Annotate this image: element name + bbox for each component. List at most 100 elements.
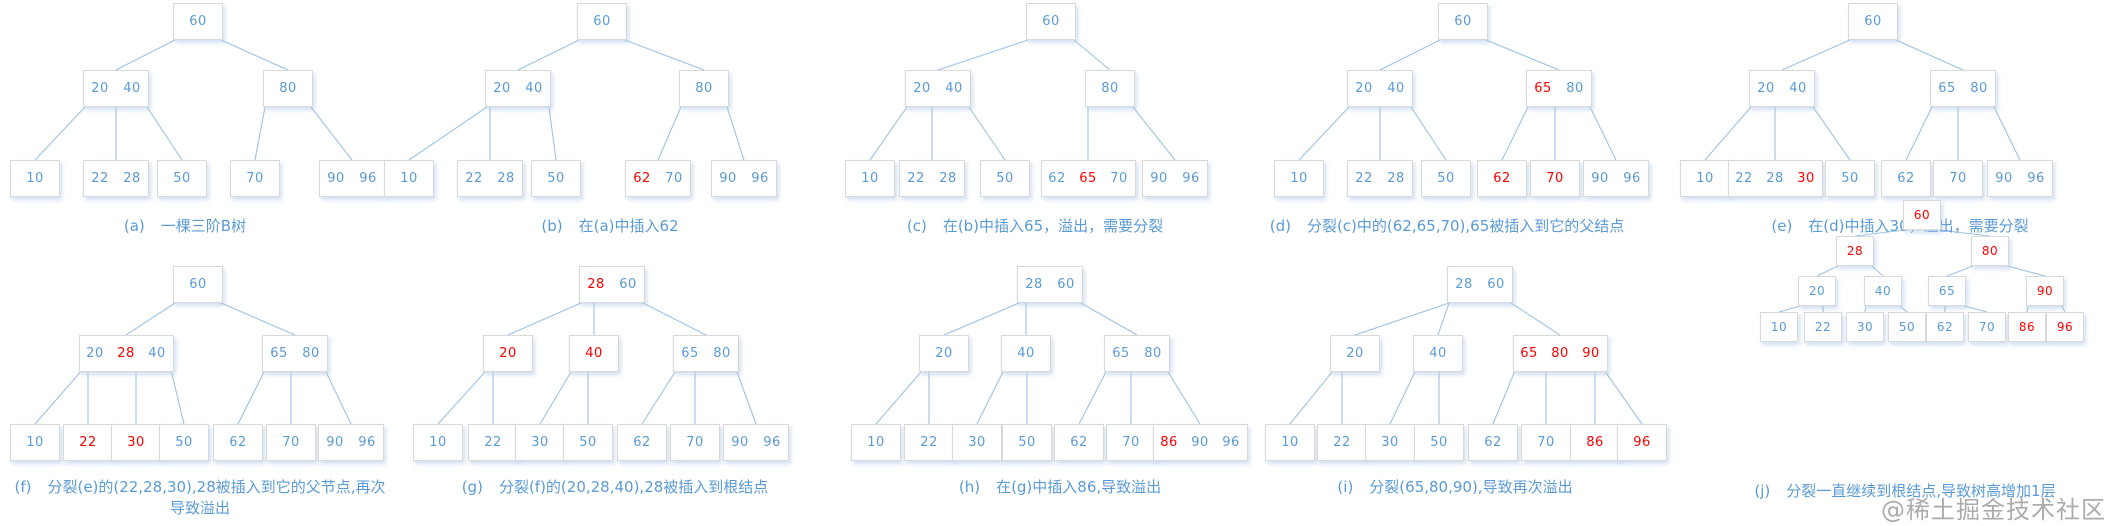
caption-c: (c)在(b)中插入65，溢出，需要分裂 [685,216,1385,237]
node-key: 40 [585,346,603,361]
node-key: 20 [91,81,109,96]
tree-edge [1938,229,1991,237]
node-key: 70 [1122,435,1140,450]
btree-node-a-50: 50 [157,160,207,197]
caption-label: (b) [541,217,563,235]
node-key: 60 [593,14,611,29]
caption-i: (i)分裂(65,80,90),导致再次溢出 [1105,477,1805,498]
node-key: 62 [1936,320,1954,334]
btree-node-e-70: 70 [1933,160,1983,197]
node-key: 22 [79,435,97,450]
btree-node-j-50: 50 [1888,312,1926,342]
node-key: 96 [1182,171,1200,186]
node-key: 28 [1766,171,1784,186]
tree-edge [2006,265,2046,277]
btree-node-i-22: 22 [1317,424,1367,461]
node-key: 20 [1757,81,1775,96]
node-key: 70 [1978,320,1996,334]
node-key: 22 [1333,435,1351,450]
node-key: 60 [189,277,207,292]
tree-edge [539,371,572,425]
node-key: 90 [1995,171,2013,186]
node-key: 70 [1110,171,1128,186]
tree-edge [507,302,582,336]
node-key: 28 [1025,277,1043,292]
btree-node-j-40: 40 [1864,276,1902,306]
node-key: 96 [359,171,377,186]
caption-line: (j)分裂一直继续到根结点,导致树高增加1层 [1555,481,2112,502]
tree-edge [1492,371,1516,425]
btree-node-a-70: 70 [230,160,280,197]
caption-label: (h) [958,478,981,496]
node-key: 40 [123,81,141,96]
btree-node-i-20: 20 [1330,335,1380,372]
tree-edge [1289,371,1333,425]
btree-node-a-90-96: 90 96 [319,160,385,197]
node-key: 96 [1623,171,1641,186]
btree-node-f-70: 70 [266,424,316,461]
tree-edge [1132,106,1176,161]
caption-label: (d) [1269,217,1291,235]
node-key: 90 [1191,435,1209,450]
node-key: 80 [279,81,297,96]
caption-text: 一棵三阶B树 [160,217,247,235]
tree-edge [657,106,682,161]
btree-node-c-10: 10 [845,160,895,197]
btree-node-c-50: 50 [980,160,1030,197]
btree-node-e-10: 10 [1680,160,1730,197]
node-key: 90 [327,171,345,186]
tree-edge [1080,302,1138,336]
tree-edge [2061,305,2066,313]
node-key: 65 [1520,346,1538,361]
node-key: 80 [1566,81,1584,96]
node-key: 28 [1455,277,1473,292]
tree-edge [1437,302,1450,336]
btree-node-i-30: 30 [1365,424,1415,461]
caption-label: (g) [461,478,483,496]
node-key: 62 [633,435,651,450]
node-key: 80 [1144,346,1162,361]
btree-node-b-10: 10 [384,160,434,197]
tree-edge [1501,106,1529,161]
tree-edge [1854,229,1906,237]
btree-node-j-80: 80 [1971,236,2009,266]
caption-d: (d)分裂(c)中的(62,65,70),65被插入到它的父结点 [1097,216,1797,237]
node-key: 70 [1537,435,1555,450]
btree-node-i-40: 40 [1413,335,1463,372]
node-key: 96 [2056,320,2074,334]
tree-edge [1167,371,1201,425]
caption-label: (f) [14,478,32,496]
caption-text: 分裂(65,80,90),导致再次溢出 [1369,478,1573,496]
node-key: 30 [531,435,549,450]
btree-node-i-70: 70 [1521,424,1571,461]
tree-edge [220,302,296,336]
node-key: 80 [695,81,713,96]
node-key: 70 [665,171,683,186]
btree-node-i-86: 86 [1570,424,1620,461]
btree-node-j-22: 22 [1804,312,1842,342]
node-key: 50 [173,171,191,186]
btree-node-h-10: 10 [851,424,901,461]
node-key: 80 [1970,81,1988,96]
tree-edge [1605,371,1643,425]
node-key: 65 [681,346,699,361]
node-key: 22 [1355,171,1373,186]
node-key: 96 [763,435,781,450]
tree-edge [1895,39,1964,71]
node-key: 86 [1586,435,1604,450]
tree-edge [642,302,707,336]
caption-line: 导致溢出 [0,498,550,519]
node-key: 62 [1048,171,1066,186]
btree-node-j-96: 96 [2046,312,2084,342]
node-key: 28 [117,346,135,361]
btree-node-f-10: 10 [10,424,60,461]
btree-node-i-96: 96 [1617,424,1667,461]
btree-node-j-70: 70 [1968,312,2006,342]
